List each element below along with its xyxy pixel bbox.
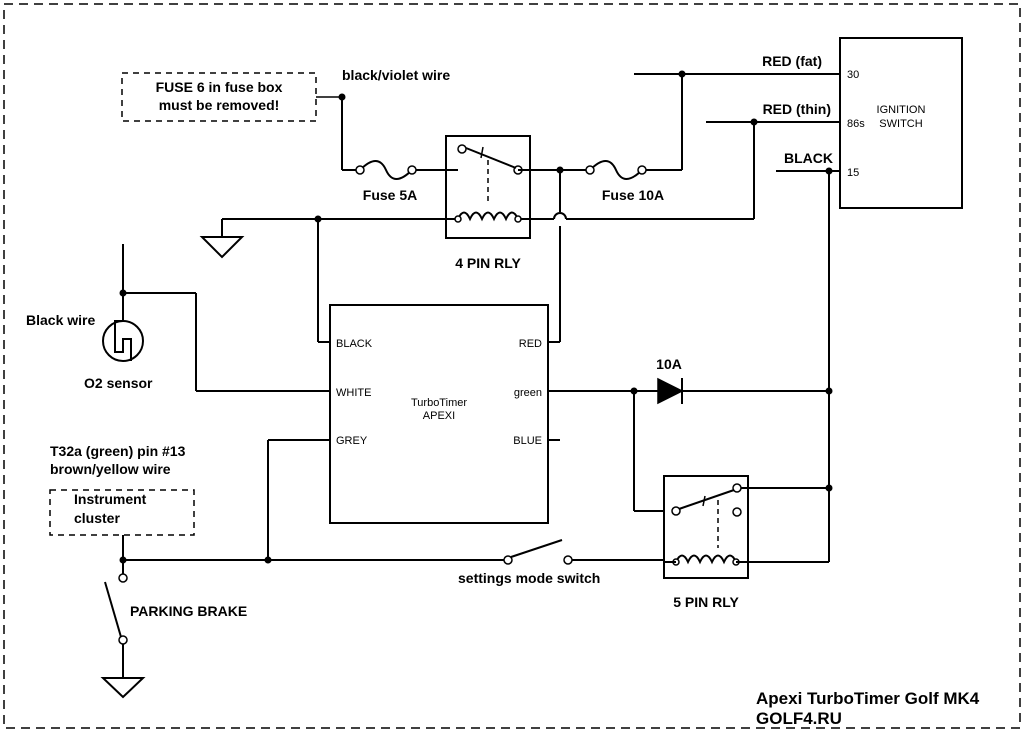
fuse-5a-symbol (359, 160, 413, 180)
fuse-5a-label: Fuse 5A (363, 187, 417, 203)
instrument-cluster-frame (49, 489, 195, 536)
diode-label: 10A (656, 356, 682, 372)
red-fat-label: RED (fat) (762, 53, 822, 69)
relay-4-pin-label: 4 PIN RLY (455, 255, 521, 271)
green-wire (548, 377, 829, 512)
ignition-pin-30: 30 (847, 69, 859, 81)
turbo-timer: BLACK WHITE GREY RED green BLUE TurboTim… (318, 304, 560, 524)
settings-mode-switch (503, 539, 573, 565)
black-wire-label: Black wire (26, 312, 95, 328)
timer-pin-grey: GREY (336, 435, 368, 447)
diode-symbol (657, 377, 684, 405)
fuse-note-line1: FUSE 6 in fuse box (156, 79, 283, 95)
timer-pin-green: green (514, 387, 542, 399)
relay-5-pin (663, 475, 829, 579)
ignition-pin-86s: 86s (847, 118, 865, 130)
timer-pin-black: BLACK (336, 338, 373, 350)
timer-label-2: APEXI (423, 410, 455, 422)
coil-wiring (199, 170, 754, 342)
fuse-10a-label: Fuse 10A (602, 187, 664, 203)
bottom-wire (122, 535, 664, 575)
cluster-label-1: Instrument (74, 491, 147, 507)
o2-sensor-label: O2 sensor (84, 375, 153, 391)
cluster-label-2: cluster (74, 510, 120, 526)
timer-label-1: TurboTimer (411, 397, 467, 409)
footer-title: Apexi TurboTimer Golf MK4 (756, 689, 980, 708)
t32-label-line2: brown/yellow wire (50, 461, 171, 477)
footer-site: GOLF4.RU (756, 709, 842, 728)
fuse-note-line2: must be removed! (159, 97, 280, 113)
relay-4-pin (445, 135, 531, 239)
relay-5-pin-label: 5 PIN RLY (673, 594, 739, 610)
black-top-label: BLACK (784, 150, 833, 166)
ignition-pin-15: 15 (847, 167, 859, 179)
o2-sensor (102, 244, 330, 392)
timer-pin-white: WHITE (336, 387, 371, 399)
parking-brake-label: PARKING BRAKE (130, 603, 247, 619)
ignition-switch: 30 86s 15 IGNITION SWITCH (839, 37, 963, 209)
timer-pin-red: RED (519, 338, 542, 350)
red-thin-label: RED (thin) (763, 101, 831, 117)
settings-switch-label: settings mode switch (458, 570, 600, 586)
t32-label-line1: T32a (green) pin #13 (50, 443, 186, 459)
black-violet-wire-label: black/violet wire (342, 67, 450, 83)
ignition-label-1: IGNITION (877, 104, 926, 116)
timer-pin-blue: BLUE (513, 435, 542, 447)
fuse-10a-symbol (589, 160, 643, 180)
parking-brake-switch (100, 573, 146, 699)
ignition-label-2: SWITCH (879, 118, 922, 130)
